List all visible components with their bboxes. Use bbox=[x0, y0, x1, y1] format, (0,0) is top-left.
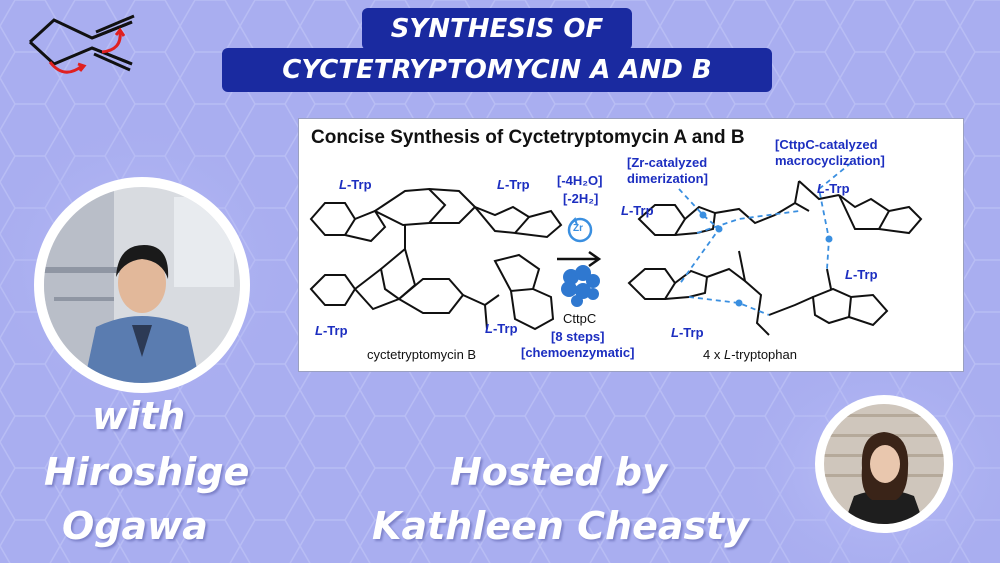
host-label: Hosted by bbox=[450, 450, 667, 494]
enzyme-icon bbox=[561, 265, 600, 307]
trp-label-8: L-Trp bbox=[671, 325, 704, 340]
chemoenzymatic-label: [chemoenzymatic] bbox=[521, 345, 635, 360]
trp-label-4: L-Trp bbox=[485, 321, 518, 336]
chemical-structures bbox=[309, 162, 923, 336]
product-label: cyctetryptomycin B bbox=[367, 347, 477, 362]
title-line-2: CYCTETRYPTOMYCIN A AND B bbox=[222, 48, 772, 92]
zr-note-line-2: dimerization] bbox=[627, 171, 708, 186]
enzyme-label: CttpC bbox=[563, 311, 597, 326]
trp-label-2: L-Trp bbox=[497, 177, 530, 192]
guest-last-name: Ogawa bbox=[62, 504, 208, 548]
trp-label-1: L-Trp bbox=[339, 177, 372, 192]
zr-note-line-1: [Zr-catalyzed bbox=[627, 155, 708, 170]
guest-with-label: with bbox=[92, 394, 186, 438]
condition-hydrogen: [-2H₂] bbox=[563, 191, 599, 206]
guest-first-name: Hiroshige bbox=[44, 450, 250, 494]
trp-label-6: L-Trp bbox=[817, 181, 850, 196]
scheme-heading: Concise Synthesis of Cyctetryptomycin A … bbox=[311, 127, 745, 148]
reaction-scheme: Concise Synthesis of Cyctetryptomycin A … bbox=[298, 118, 964, 372]
condition-water: [-4H₂O] bbox=[557, 173, 603, 188]
trp-label-7: L-Trp bbox=[845, 267, 878, 282]
trp-label-5: L-Trp bbox=[621, 203, 654, 218]
starting-material-label: 4 x L-tryptophan bbox=[703, 347, 797, 362]
trp-label-3: L-Trp bbox=[315, 323, 348, 338]
host-name: Kathleen Cheasty bbox=[372, 504, 750, 548]
steps-label: [8 steps] bbox=[551, 329, 605, 344]
zr-catalyst-icon bbox=[567, 217, 593, 243]
cttpc-note-line-2: macrocyclization] bbox=[775, 153, 885, 168]
cttpc-note-line-1: [CttpC-catalyzed bbox=[775, 137, 878, 152]
title-line-1: SYNTHESIS OF bbox=[362, 8, 632, 50]
guest-photo bbox=[44, 187, 240, 383]
zr-text: Zr bbox=[573, 223, 583, 234]
logo-icon bbox=[28, 14, 135, 74]
host-photo bbox=[824, 404, 944, 524]
